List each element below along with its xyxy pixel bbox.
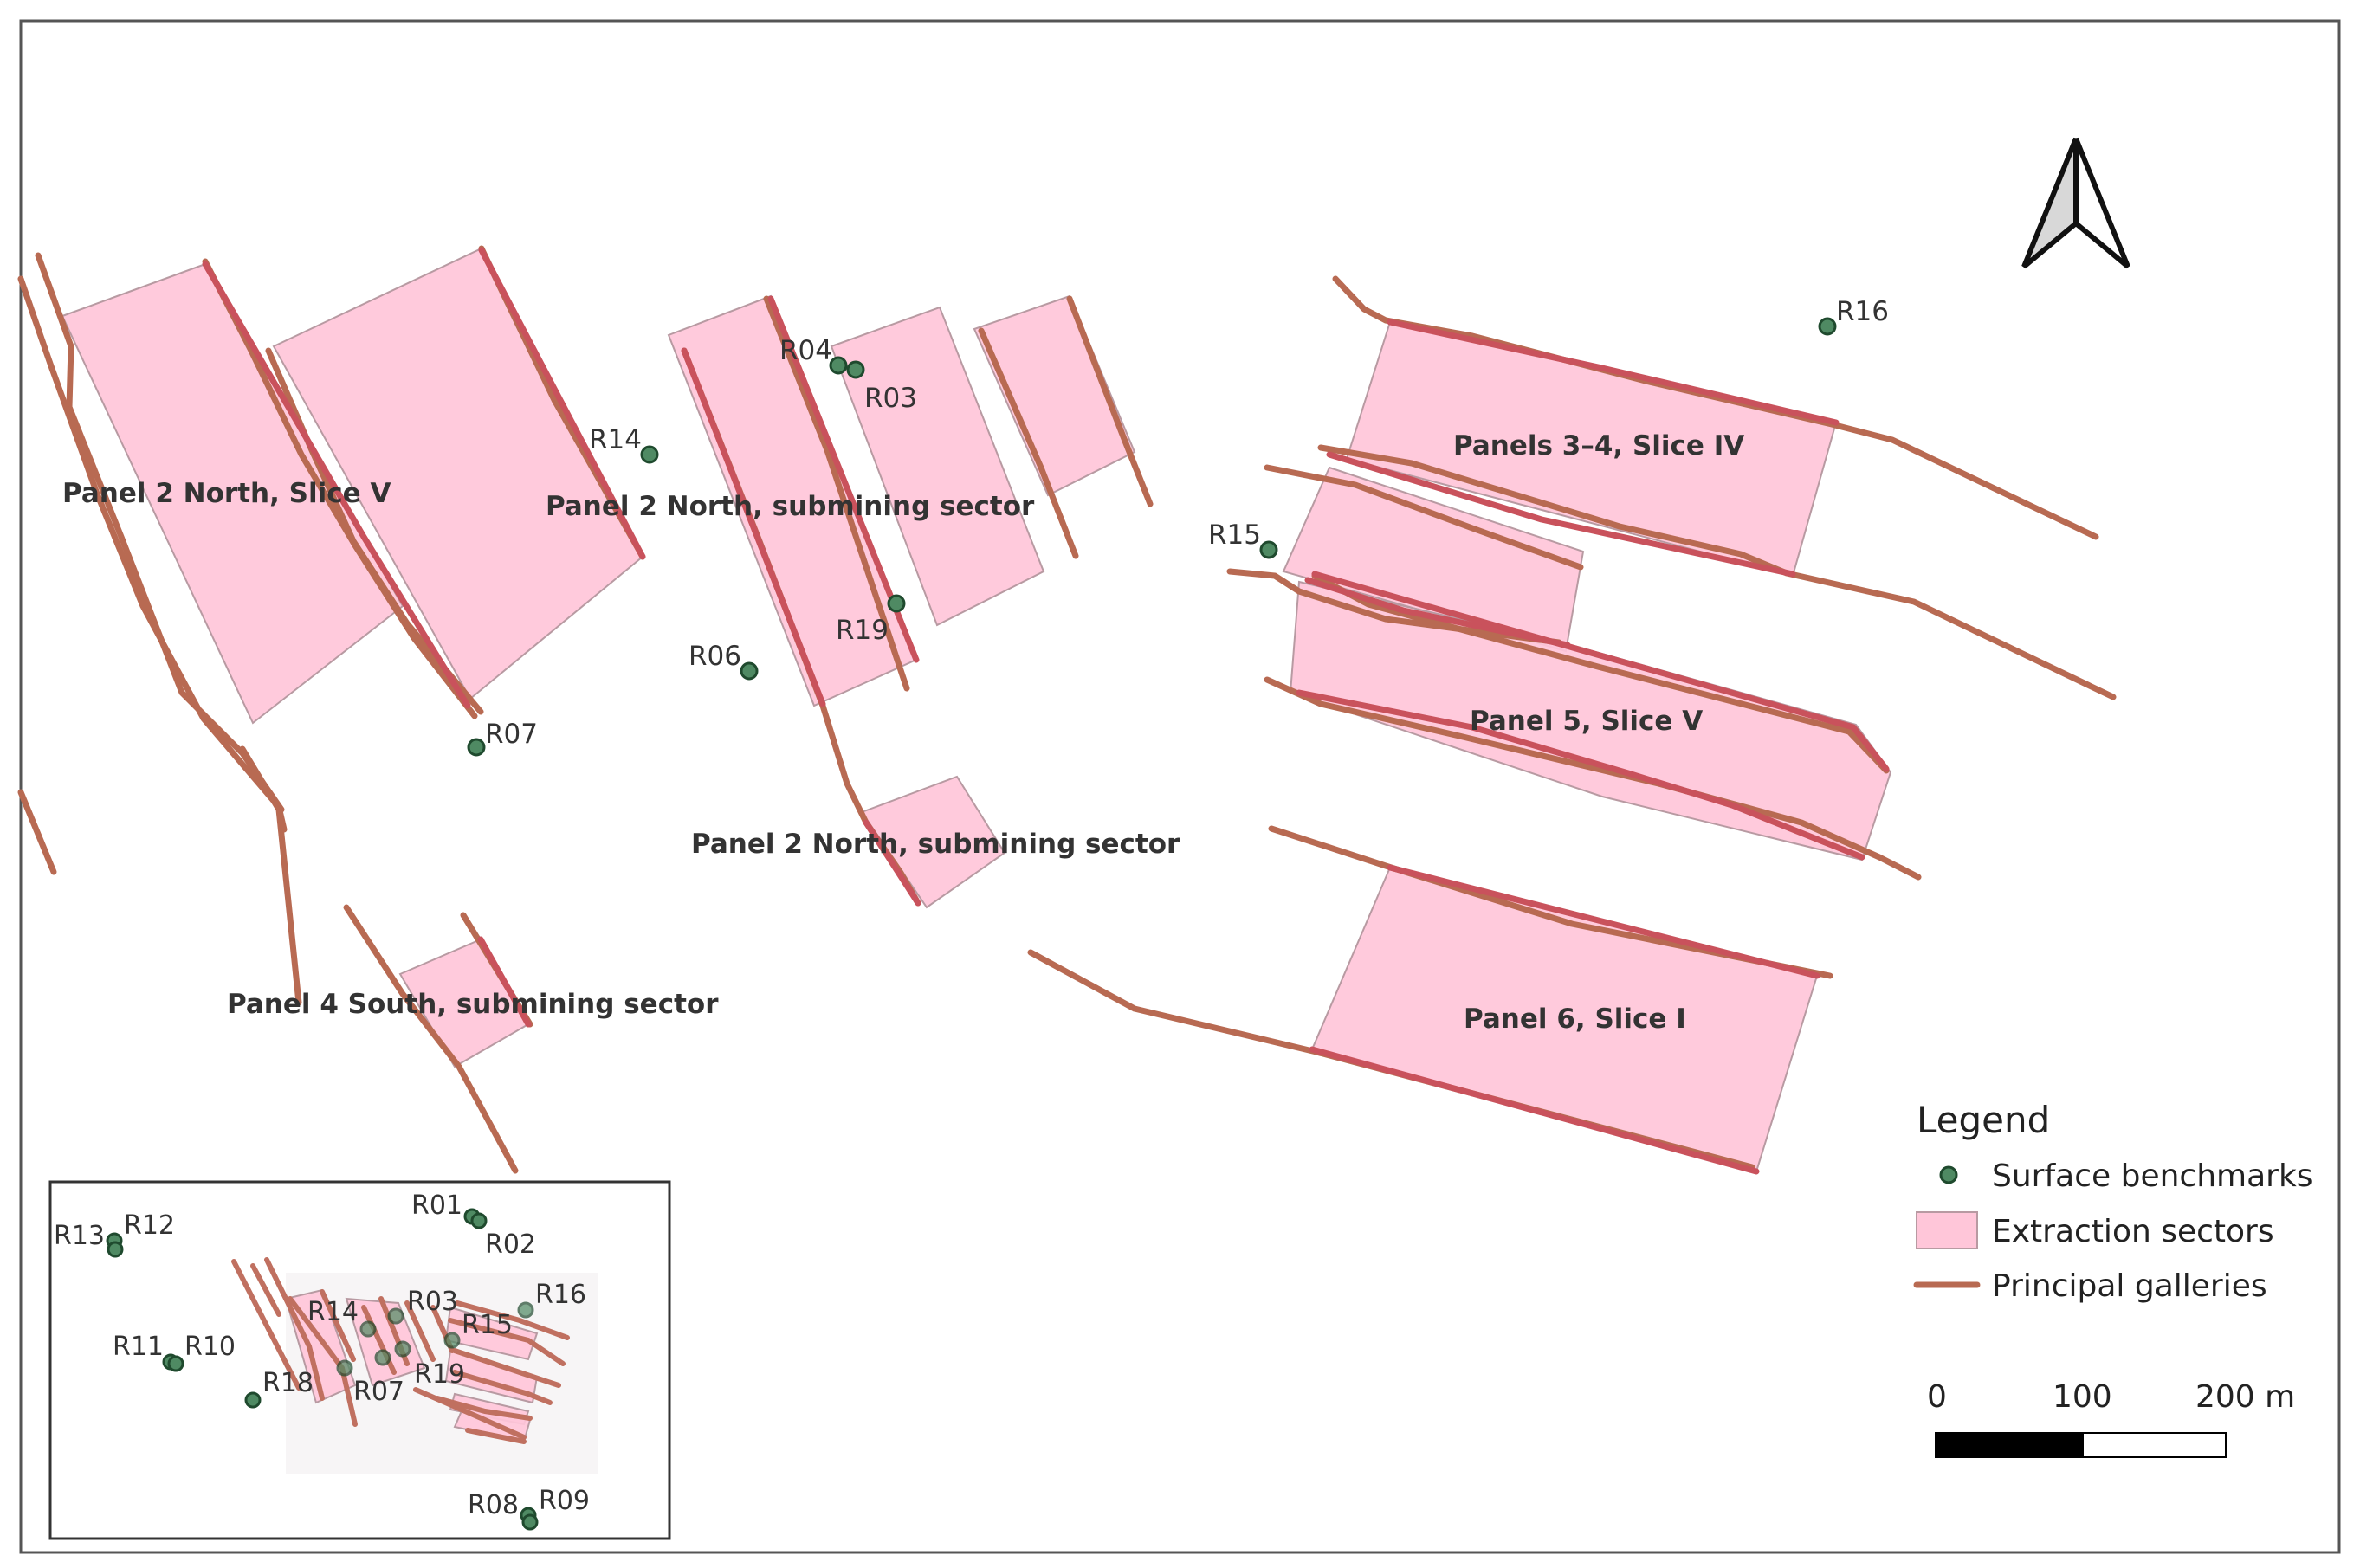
gallery-line bbox=[1387, 319, 1840, 426]
gallery-line bbox=[17, 789, 57, 875]
inset-label: R18 bbox=[262, 1368, 314, 1398]
inset-label: R10 bbox=[184, 1332, 236, 1362]
benchmark-label: R16 bbox=[1836, 296, 1889, 327]
gallery-line bbox=[763, 295, 910, 692]
benchmark-label: R19 bbox=[836, 615, 889, 646]
inset-label: R02 bbox=[485, 1229, 536, 1260]
gallery-line bbox=[202, 261, 471, 709]
inset-benchmark-r03 bbox=[387, 1307, 404, 1325]
inset-label: R14 bbox=[307, 1297, 359, 1327]
gallery-line bbox=[1317, 444, 2117, 700]
inset-label: R03 bbox=[407, 1287, 458, 1317]
panel-label-p4s-sub: Panel 4 South, submining sector bbox=[227, 989, 719, 1020]
benchmark-r06[interactable] bbox=[740, 661, 759, 681]
inset-benchmark-r19 bbox=[394, 1340, 411, 1358]
gallery-line bbox=[1066, 295, 1154, 507]
inset-label: R15 bbox=[462, 1310, 513, 1340]
benchmark-r19[interactable] bbox=[887, 594, 906, 613]
gallery-line bbox=[1264, 464, 1584, 571]
legend-sector-symbol bbox=[1916, 1211, 1978, 1249]
benchmark-label: R04 bbox=[779, 335, 832, 366]
benchmark-label: R14 bbox=[589, 424, 642, 455]
inset-label: R19 bbox=[414, 1359, 465, 1390]
principal-galleries bbox=[17, 245, 2117, 1175]
inset-label: R13 bbox=[54, 1221, 105, 1251]
benchmark-label: R07 bbox=[485, 719, 538, 750]
gallery-line bbox=[1296, 689, 1865, 861]
inset-benchmark-r14 bbox=[359, 1320, 377, 1338]
scale-segment-white bbox=[2082, 1432, 2227, 1458]
sector-p2n-sub-east bbox=[973, 294, 1136, 497]
legend: Legend Surface benchmarks Extraction sec… bbox=[1913, 1099, 2313, 1304]
scale-tick-label: 200 m bbox=[2195, 1379, 2295, 1415]
inset-map: R13 R12 R01 R02 R11 R10 R18 R14 R03 R15 … bbox=[48, 1180, 671, 1540]
gallery-line bbox=[478, 247, 646, 560]
sector-p2n-slice5-west bbox=[61, 262, 404, 725]
gallery-line bbox=[681, 347, 826, 707]
inset-label: R01 bbox=[411, 1191, 462, 1221]
benchmark-r15[interactable] bbox=[1259, 540, 1278, 559]
legend-title: Legend bbox=[1917, 1099, 2050, 1141]
panel-label-p34-slice4: Panels 3–4, Slice IV bbox=[1453, 430, 1744, 461]
inset-label: R08 bbox=[468, 1490, 519, 1520]
gallery-line bbox=[343, 904, 519, 1174]
inset-benchmark-r15 bbox=[443, 1332, 461, 1349]
sector-p2n-sub-mid bbox=[830, 306, 1045, 627]
inset-benchmark-r12 bbox=[107, 1241, 124, 1258]
benchmark-label: R03 bbox=[864, 383, 917, 414]
benchmark-r14[interactable] bbox=[640, 445, 659, 464]
legend-benchmark-symbol bbox=[1939, 1165, 1958, 1184]
benchmark-label: R15 bbox=[1208, 519, 1261, 551]
inset-label: R12 bbox=[124, 1210, 175, 1241]
inset-benchmark-r07b bbox=[374, 1349, 391, 1366]
panel-label-p2n-slice5: Panel 2 North, Slice V bbox=[62, 478, 391, 509]
north-arrow-icon bbox=[2021, 137, 2130, 269]
benchmark-labels: R04 R03 R14 R19 R06 R07 R15 R16 bbox=[485, 296, 1889, 750]
inset-benchmarks bbox=[106, 1208, 539, 1531]
scale-tick-label: 100 bbox=[2053, 1379, 2112, 1415]
inset-benchmark-r10 bbox=[167, 1355, 184, 1372]
panel-label-p5-slice5: Panel 5, Slice V bbox=[1470, 706, 1703, 737]
gallery-line bbox=[1387, 864, 1820, 979]
scale-segment-black bbox=[1935, 1432, 2084, 1458]
legend-item-label: Surface benchmarks bbox=[1992, 1158, 2313, 1194]
panel-label-p6-slice1: Panel 6, Slice I bbox=[1464, 1003, 1686, 1035]
inset-benchmark-r18 bbox=[244, 1391, 262, 1409]
benchmark-r04[interactable] bbox=[829, 356, 848, 375]
scale-tick-label: 0 bbox=[1927, 1379, 1947, 1415]
surface-benchmarks bbox=[467, 317, 1837, 757]
inset-benchmark-r09 bbox=[521, 1513, 539, 1531]
scale-bar: 0 100 200 m bbox=[1927, 1379, 2295, 1458]
gallery-line bbox=[477, 936, 532, 1028]
benchmark-r03[interactable] bbox=[846, 360, 865, 379]
inset-label: R07 bbox=[353, 1377, 404, 1407]
panel-label-p2n-sub-b: Panel 2 North, submining sector bbox=[691, 829, 1180, 860]
gallery-line bbox=[1311, 571, 1890, 772]
panel-labels: Panel 2 North, Slice V Panel 2 North, su… bbox=[62, 430, 1744, 1035]
inset-label: R09 bbox=[539, 1486, 590, 1516]
inset-benchmark-r16 bbox=[517, 1301, 534, 1319]
gallery-line bbox=[863, 819, 921, 907]
gallery-line bbox=[1268, 825, 1833, 979]
inset-label: R16 bbox=[535, 1280, 586, 1310]
gallery-line bbox=[978, 327, 1079, 559]
inset-label: R11 bbox=[113, 1332, 164, 1362]
inset-benchmark-labels: R13 R12 R01 R02 R11 R10 R18 R14 R03 R15 … bbox=[54, 1191, 590, 1520]
gallery-line bbox=[1309, 1046, 1760, 1175]
inset-benchmark-r07 bbox=[336, 1359, 353, 1377]
benchmark-r16[interactable] bbox=[1818, 317, 1837, 336]
legend-item-label: Principal galleries bbox=[1992, 1268, 2267, 1304]
legend-item-label: Extraction sectors bbox=[1992, 1214, 2274, 1249]
benchmark-r07[interactable] bbox=[467, 738, 486, 757]
panel-label-p2n-sub-a: Panel 2 North, submining sector bbox=[546, 491, 1035, 522]
gallery-line bbox=[1326, 451, 1796, 578]
inset-benchmark-r02 bbox=[470, 1212, 488, 1229]
gallery-line bbox=[239, 745, 302, 1006]
benchmark-label: R06 bbox=[689, 641, 741, 672]
